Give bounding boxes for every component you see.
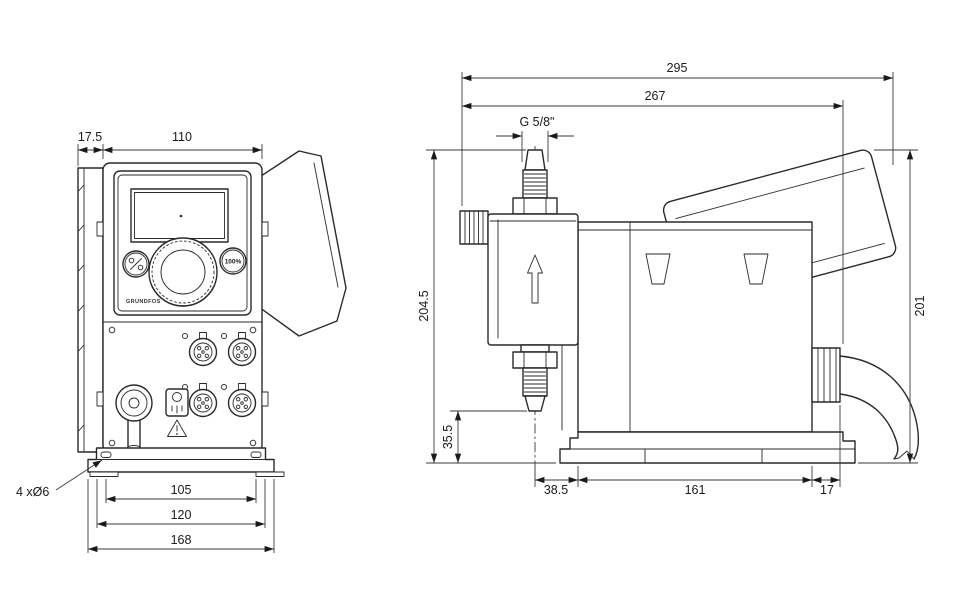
dim-text: 204.5 xyxy=(417,290,431,321)
dim-text: 120 xyxy=(171,508,192,522)
dim-text: 17 xyxy=(820,483,834,497)
dim-text: 38.5 xyxy=(544,483,568,497)
dim-control-height: 201 xyxy=(858,149,927,464)
control-panel: 100% GRUNDFOS xyxy=(113,170,252,316)
dim-overall-height: 204.5 xyxy=(417,149,556,464)
dim-text: 35.5 xyxy=(441,425,455,449)
small-screw xyxy=(181,332,189,340)
housing-screw xyxy=(108,326,116,334)
brand-logo: GRUNDFOS xyxy=(126,299,161,305)
valve-neck-bottom xyxy=(520,344,550,353)
dim-base-rear: 17 xyxy=(812,405,841,497)
base-plate-side xyxy=(559,431,856,464)
dim-connection-thread: G 5/8" xyxy=(496,115,574,162)
dim-text: 161 xyxy=(685,483,706,497)
dim-text: 295 xyxy=(667,61,688,75)
mount-hole-callout: 4 xØ6 xyxy=(16,459,103,499)
housing-screw xyxy=(108,439,116,447)
latch-rear xyxy=(743,253,769,285)
priming-button-label: 100% xyxy=(225,259,242,266)
housing-screw xyxy=(249,326,257,334)
dim-text: 267 xyxy=(645,89,666,103)
mounting-plate xyxy=(77,167,104,453)
latch-front xyxy=(645,253,671,285)
small-screw xyxy=(220,332,228,340)
tube-connector-bottom xyxy=(524,395,546,412)
display xyxy=(130,188,229,243)
dim-base-mid: 161 xyxy=(578,466,813,497)
dim-text: 168 xyxy=(171,533,192,547)
dim-text: G 5/8" xyxy=(519,115,554,129)
cable-gland xyxy=(811,347,841,403)
dim-base-overall: 168 xyxy=(87,479,275,553)
front-view: 100% GRUNDFOS xyxy=(16,130,347,553)
small-screw xyxy=(220,383,228,391)
mount-hole-note: 4 xØ6 xyxy=(16,485,49,499)
side-clip-left-top xyxy=(96,221,104,237)
thread-bottom xyxy=(522,367,548,397)
click-wheel[interactable] xyxy=(148,237,218,307)
front-tilted-control-cube xyxy=(251,150,347,337)
dosing-head xyxy=(459,149,579,431)
side-clip-right-bottom xyxy=(261,391,269,407)
side-clip-right-top xyxy=(261,221,269,237)
dim-text: 110 xyxy=(172,130,192,144)
mounting-slot-right xyxy=(250,451,262,458)
start-stop-button[interactable] xyxy=(122,250,150,278)
thread-top xyxy=(522,169,548,199)
housing-screw xyxy=(249,439,257,447)
dim-body-width: 110 xyxy=(103,130,263,159)
base-plate-front xyxy=(87,447,285,477)
dim-base-mid: 120 xyxy=(96,479,266,528)
union-nut-top xyxy=(512,197,558,215)
tube-connector-top xyxy=(524,149,546,171)
warning-triangle-icon xyxy=(167,419,187,437)
dim-text: 105 xyxy=(171,483,192,497)
dim-body-length: 267 xyxy=(462,89,844,344)
mounting-slot-left xyxy=(100,451,112,458)
union-nut-bottom xyxy=(512,351,558,369)
dim-plate-offset: 17.5 xyxy=(77,130,104,166)
dim-valve-height: 35.5 xyxy=(441,410,527,463)
foot-right xyxy=(255,471,285,477)
dim-base-front: 38.5 xyxy=(534,466,579,497)
motor-housing xyxy=(577,221,813,433)
connection-section xyxy=(108,326,257,451)
side-clip-left-bottom xyxy=(96,391,104,407)
pressure-relief-valve xyxy=(165,388,189,417)
dim-slot-spacing: 105 xyxy=(105,479,257,503)
dim-text: 17.5 xyxy=(78,130,102,144)
side-view: 295 267 G 5/8" 204.5 35.5 xyxy=(417,61,927,497)
flow-direction-arrow xyxy=(527,254,543,304)
priming-100-button[interactable]: 100% xyxy=(219,247,247,275)
percent-icon xyxy=(128,257,144,271)
dim-text: 201 xyxy=(913,296,927,317)
dim-overall-length: 295 xyxy=(461,61,894,206)
foot-left xyxy=(89,471,119,477)
